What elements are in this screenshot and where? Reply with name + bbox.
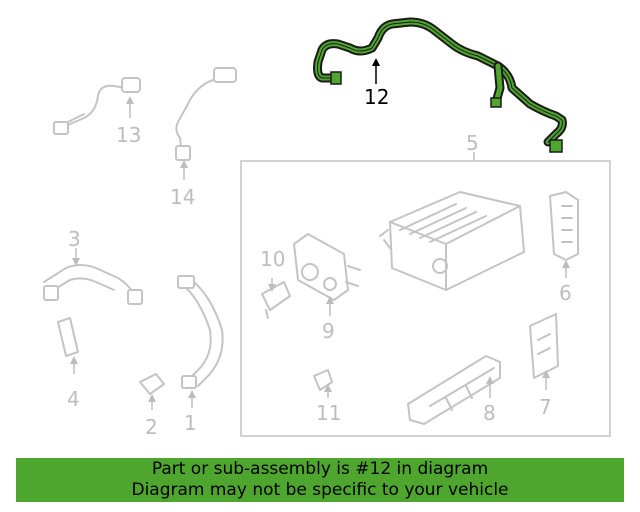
callout-2: 2 xyxy=(145,415,158,439)
banner-line-2: Diagram may not be specific to your vehi… xyxy=(131,480,509,500)
part-9-valve xyxy=(293,233,361,301)
callout-3: 3 xyxy=(68,227,81,251)
callout-11: 11 xyxy=(316,401,341,425)
callout-6: 6 xyxy=(559,281,572,305)
part-2-clip xyxy=(139,373,165,395)
callout-9: 9 xyxy=(322,319,335,343)
callout-8: 8 xyxy=(483,401,496,425)
callout-10: 10 xyxy=(260,247,285,271)
parts-diagram: 12 13 14 5 6 7 xyxy=(43,17,611,439)
callout-1: 1 xyxy=(184,411,197,435)
callout-13: 13 xyxy=(116,123,141,147)
part-7-bracket xyxy=(529,313,559,379)
part-12-vapor-tube[interactable] xyxy=(313,17,567,153)
banner-line-1: Part or sub-assembly is #12 in diagram xyxy=(151,459,489,479)
part-13-hose xyxy=(53,77,141,135)
part-10-connector xyxy=(261,281,291,319)
part-3-hose xyxy=(43,264,143,305)
part-5-assembly-box xyxy=(240,160,611,437)
callout-5: 5 xyxy=(466,131,479,155)
part-14-hose xyxy=(175,67,237,161)
callout-12: 12 xyxy=(364,85,389,109)
callout-14: 14 xyxy=(170,185,195,209)
info-banner: Part or sub-assembly is #12 in diagram D… xyxy=(16,458,624,502)
part-4-clip xyxy=(57,317,79,357)
callout-4: 4 xyxy=(67,387,80,411)
part-6-bracket xyxy=(549,191,579,261)
part-8-shield xyxy=(407,355,501,425)
part-1-hose xyxy=(177,275,224,389)
callout-7: 7 xyxy=(539,395,552,419)
part-5-canister xyxy=(379,191,525,291)
